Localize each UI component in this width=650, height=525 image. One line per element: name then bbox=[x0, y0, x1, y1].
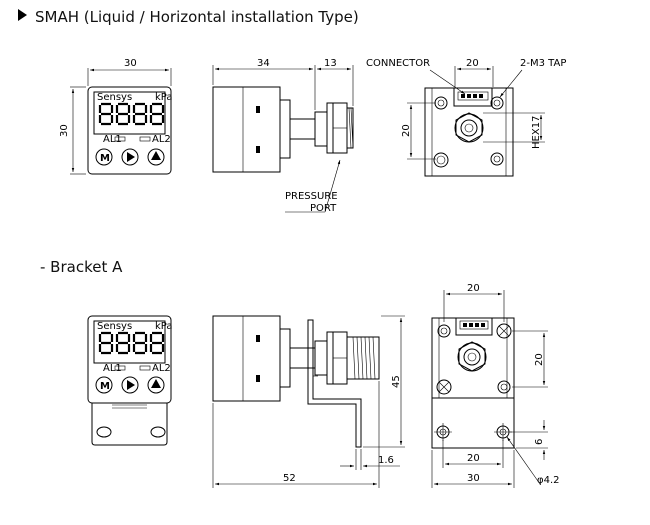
screw-icon bbox=[433, 152, 449, 168]
mount-hole bbox=[150, 426, 166, 438]
screw-icon bbox=[496, 323, 512, 339]
smah-heading: SMAH (Liquid / Horizontal installation T… bbox=[18, 8, 359, 26]
bracket-side-view: 45 1.6 52 bbox=[212, 315, 405, 488]
bullet-triangle-icon bbox=[18, 9, 27, 21]
l-bracket bbox=[307, 319, 362, 448]
arrow-up-icon bbox=[151, 151, 161, 160]
tap-hole bbox=[490, 96, 504, 110]
bracket-plate bbox=[91, 403, 168, 446]
front-body bbox=[87, 86, 172, 175]
svg-text:AL2: AL2 bbox=[152, 363, 171, 374]
side-view: 34 13 PRESSURE PORT bbox=[212, 58, 354, 214]
svg-text:M: M bbox=[100, 381, 110, 392]
front-width-dim: 30 bbox=[124, 58, 137, 69]
hole-offset-dim: 6 bbox=[534, 439, 545, 445]
tap-hole bbox=[490, 152, 504, 166]
svg-text:Sensys: Sensys bbox=[97, 321, 132, 332]
bracket-heading: - Bracket A bbox=[40, 258, 123, 276]
front-height-dim: 30 bbox=[59, 124, 70, 137]
m-button bbox=[95, 148, 113, 166]
rear-view: CONNECTOR 20 2-M3 TAP 20 HEX17 bbox=[366, 58, 566, 177]
pressure-label: PRESSURE bbox=[285, 191, 338, 202]
al1-label: AL1 bbox=[103, 134, 122, 145]
up-button bbox=[147, 148, 165, 166]
unit-label: kPa bbox=[155, 92, 173, 103]
smah-heading-text: SMAH (Liquid / Horizontal installation T… bbox=[35, 8, 359, 26]
bracket-height-dim: 45 bbox=[391, 375, 402, 388]
play-button bbox=[121, 148, 139, 166]
play-icon bbox=[127, 380, 135, 390]
hole-diameter-label: φ4.2 bbox=[537, 475, 560, 486]
bracket-rear-bottom-dim: 20 bbox=[467, 453, 480, 464]
rear-bracket-plate bbox=[431, 398, 515, 449]
arrow-up-icon bbox=[151, 379, 161, 388]
bracket-front-body bbox=[87, 315, 172, 404]
screw-icon bbox=[436, 379, 452, 395]
tap-hole bbox=[434, 96, 448, 110]
play-icon bbox=[127, 152, 135, 162]
display-window bbox=[93, 91, 166, 135]
svg-text:M: M bbox=[100, 153, 110, 164]
bracket-rear-width-dim: 30 bbox=[467, 473, 480, 484]
thickness-dim: 1.6 bbox=[378, 455, 394, 466]
connector-block bbox=[453, 87, 493, 107]
side-body bbox=[212, 86, 281, 173]
total-length-dim: 52 bbox=[283, 473, 296, 484]
bracket-rear-right-dim: 20 bbox=[534, 353, 545, 366]
bracket-front-view: Sensys kPa AL1 AL2 M bbox=[87, 315, 173, 446]
rear-top-dim: 20 bbox=[466, 58, 479, 69]
tap-label: 2-M3 TAP bbox=[520, 58, 566, 69]
port-label: PORT bbox=[310, 203, 337, 214]
rear-left-dim: 20 bbox=[401, 124, 412, 137]
hex-dim: HEX17 bbox=[531, 116, 542, 149]
side-port-dim: 13 bbox=[324, 58, 337, 69]
front-view: Sensys kPa AL1 AL2 M 30 30 bbox=[59, 58, 173, 175]
bracket-rear-top-dim: 20 bbox=[467, 283, 480, 294]
connector-label: CONNECTOR bbox=[366, 58, 430, 69]
brand-label: Sensys bbox=[97, 92, 132, 103]
svg-text:kPa: kPa bbox=[155, 321, 173, 332]
bracket-rear-view: 20 20 6 20 30 φ4.2 bbox=[431, 283, 560, 488]
side-body-dim: 34 bbox=[257, 58, 270, 69]
al2-label: AL2 bbox=[152, 134, 171, 145]
svg-text:AL1: AL1 bbox=[103, 363, 122, 374]
mount-hole bbox=[96, 426, 112, 438]
